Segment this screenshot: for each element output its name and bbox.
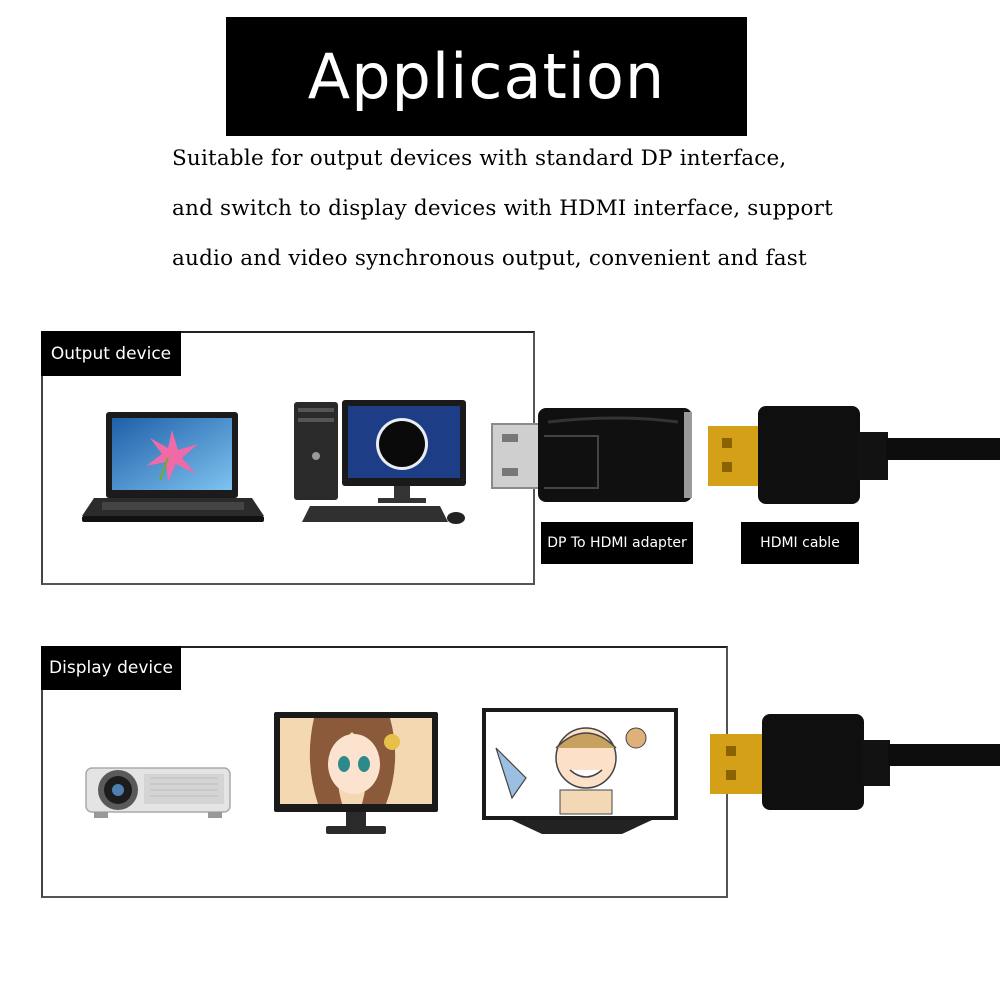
description-line-3: audio and video synchronous output, conv…: [172, 246, 807, 271]
description-line-2: and switch to display devices with HDMI …: [172, 196, 833, 221]
title-banner: Application: [226, 17, 747, 136]
laptop-icon: [82, 412, 264, 522]
dp-to-hdmi-adapter-label: DP To HDMI adapter: [541, 522, 693, 564]
monitor-icon: [274, 712, 438, 834]
display-device-label: Display device: [41, 646, 181, 690]
projector-icon: [85, 767, 231, 818]
dp-connector-icon: [491, 423, 541, 489]
tv-icon: [482, 708, 678, 834]
hdmi-cable-label: HDMI cable: [741, 522, 859, 564]
hdmi-cable-output-icon: [708, 406, 1000, 504]
dp-to-hdmi-adapter-icon: [538, 408, 692, 502]
output-device-label: Output device: [41, 331, 181, 376]
description-line-1: Suitable for output devices with standar…: [172, 146, 787, 171]
page-title: Application: [307, 40, 666, 113]
hdmi-cable-display-icon: [710, 714, 1000, 810]
desktop-computer-icon: [294, 400, 466, 524]
